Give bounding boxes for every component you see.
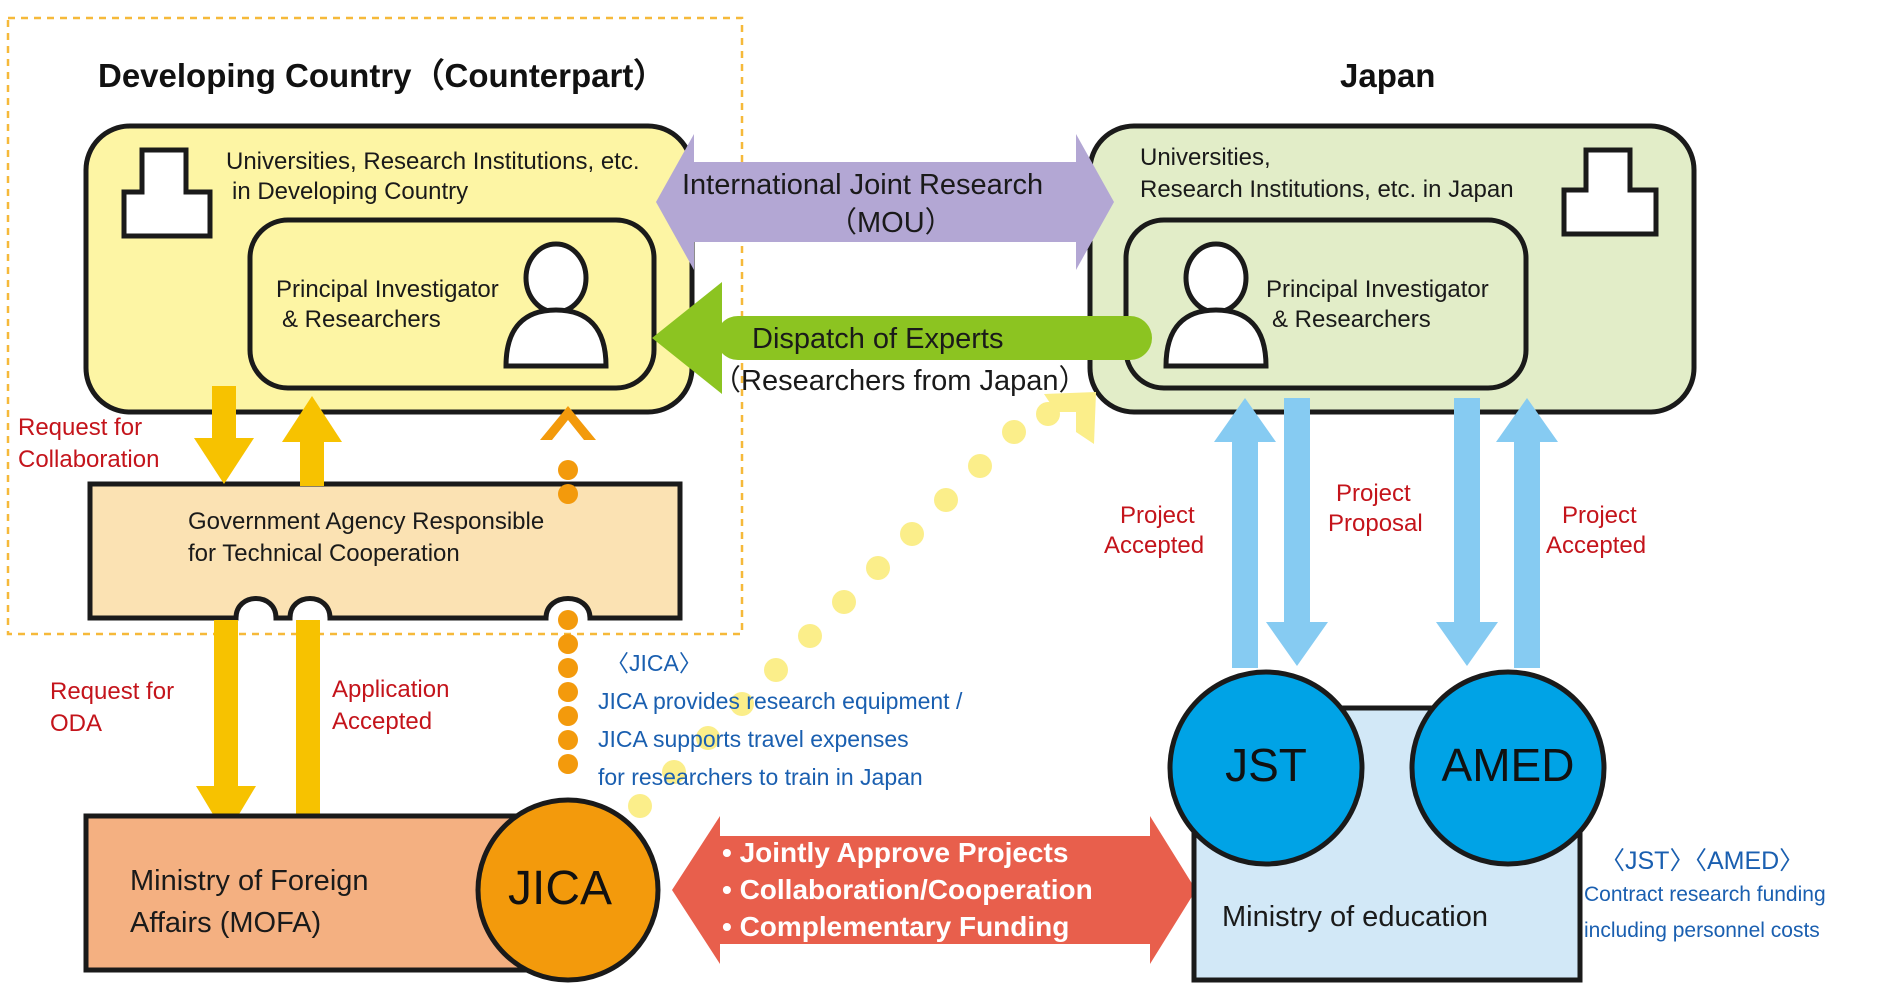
dc-investigators-line2: & Researchers xyxy=(282,306,441,333)
jst-note-line1: Contract research funding xyxy=(1584,883,1826,906)
project-proposal-line1: Project xyxy=(1336,480,1411,507)
application-accepted-line1: Application xyxy=(332,676,450,703)
project-proposal-line2: Proposal xyxy=(1328,510,1423,537)
jica-note-line3: for researchers to train in Japan xyxy=(598,764,923,790)
cooperation-item-2: • Collaboration/Cooperation xyxy=(722,874,1093,905)
project-proposal-arrow-left xyxy=(1266,398,1328,666)
jst-circle xyxy=(1167,669,1365,867)
cooperation-arrow xyxy=(672,816,1196,964)
jica-note-heading: 〈JICA〉 xyxy=(606,650,702,676)
gov-agency-box xyxy=(87,481,683,621)
jp-institutions-line1: Universities, xyxy=(1140,144,1271,171)
project-accepted-right-line2: Accepted xyxy=(1546,532,1647,559)
project-accepted-arrow-right xyxy=(1496,398,1558,668)
dc-institutions-line2: in Developing Country xyxy=(232,178,469,205)
joint-research-label: International Joint Research xyxy=(682,169,1044,201)
project-accepted-arrow-left xyxy=(1214,398,1276,668)
request-oda-line2: ODA xyxy=(50,710,103,737)
request-oda-arrow xyxy=(196,620,256,836)
application-accepted-arrow xyxy=(296,620,320,816)
jica-note-line1: JICA provides research equipment / xyxy=(598,688,963,714)
joint-research-mou: （MOU） xyxy=(828,207,954,239)
dc-investigators-line1: Principal Investigator xyxy=(276,276,499,303)
dispatch-label: Dispatch of Experts xyxy=(752,323,1004,355)
jp-institutions-line2: Research Institutions, etc. in Japan xyxy=(1140,176,1514,203)
building-icon-left xyxy=(121,147,213,239)
jp-investigators-line1: Principal Investigator xyxy=(1266,276,1489,303)
cooperation-item-1: • Jointly Approve Projects xyxy=(722,837,1069,868)
mofa-box xyxy=(83,813,535,973)
ministry-education-label: Ministry of education xyxy=(1222,901,1488,933)
amed-label: AMED xyxy=(1441,739,1575,791)
project-accepted-right-line1: Project xyxy=(1562,502,1637,529)
collaboration-return-arrow xyxy=(282,396,342,486)
jica-note-line2: JICA supports travel expenses xyxy=(598,726,909,752)
amed-circle xyxy=(1409,669,1607,867)
gov-agency-line1: Government Agency Responsible xyxy=(188,508,545,535)
developing-country-boundary xyxy=(6,16,744,636)
dispatch-sublabel: （Researchers from Japan） xyxy=(712,365,1088,397)
request-collab-line2: Collaboration xyxy=(18,446,160,473)
application-accepted-line2: Accepted xyxy=(332,708,433,735)
project-proposal-arrow-right xyxy=(1436,398,1498,666)
japan-title: Japan xyxy=(1340,57,1436,94)
jst-label: JST xyxy=(1225,739,1307,791)
cooperation-item-3: • Complementary Funding xyxy=(722,911,1070,942)
person-icon-left xyxy=(503,241,609,369)
jica-circle xyxy=(475,797,661,983)
cooperation-list: • Jointly Approve Projects • Collaborati… xyxy=(722,834,1093,945)
request-oda-line1: Request for xyxy=(50,678,175,705)
jp-investigators-line2: & Researchers xyxy=(1272,306,1431,333)
request-collaboration-arrow xyxy=(194,386,254,484)
project-accepted-left-line1: Project xyxy=(1120,502,1195,529)
request-collab-line1: Request for xyxy=(18,414,143,441)
jica-label: JICA xyxy=(508,862,613,915)
mofa-line2: Affairs (MOFA) xyxy=(130,907,322,939)
building-icon-right xyxy=(1561,147,1659,237)
dispatch-arrow xyxy=(652,282,1152,394)
mofa-line1: Ministry of Foreign xyxy=(130,865,369,897)
developing-country-title: Developing Country（Counterpart） xyxy=(98,57,667,94)
person-icon-right xyxy=(1163,241,1269,369)
jica-equipment-dots xyxy=(628,392,1096,818)
project-accepted-left-line2: Accepted xyxy=(1104,532,1205,559)
jst-note-heading: 〈JST〉〈AMED〉 xyxy=(1600,847,1805,875)
joint-research-arrow xyxy=(656,134,1114,270)
gov-agency-line2: for Technical Cooperation xyxy=(188,540,460,567)
jica-dotted-line xyxy=(540,406,596,774)
dc-institutions-line1: Universities, Research Institutions, etc… xyxy=(226,148,640,175)
jst-note-line2: including personnel costs xyxy=(1584,919,1820,942)
